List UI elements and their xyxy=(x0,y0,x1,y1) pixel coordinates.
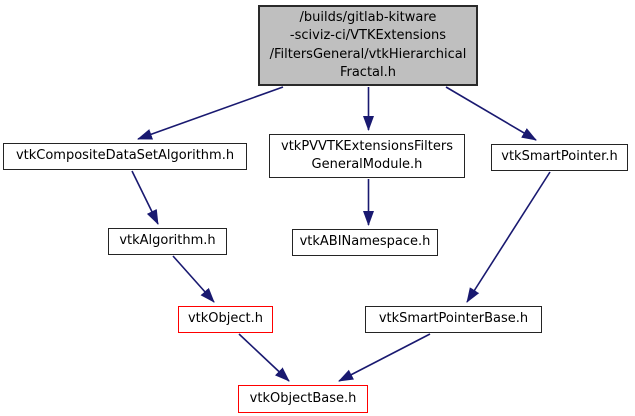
node-vtkAlgorithm[interactable]: vtkAlgorithm.h xyxy=(108,228,227,255)
edge-root-vtkCompositeDataSetAlgorithm xyxy=(137,86,284,140)
node-vtkCompositeDataSetAlgorithm[interactable]: vtkCompositeDataSetAlgorithm.h xyxy=(3,143,247,170)
edge-vtkObject-vtkObjectBase xyxy=(238,333,290,382)
edge-root-vtkSmartPointer xyxy=(445,86,537,141)
node-vtkABINamespace[interactable]: vtkABINamespace.h xyxy=(292,229,438,256)
node-vtkObject[interactable]: vtkObject.h xyxy=(178,306,273,333)
node-vtkSmartPointerBase[interactable]: vtkSmartPointerBase.h xyxy=(365,306,542,333)
edge-vtkSmartPointerBase-vtkObjectBase xyxy=(338,333,431,382)
node-vtkSmartPointer[interactable]: vtkSmartPointer.h xyxy=(491,144,628,171)
edge-vtkAlgorithm-vtkObject xyxy=(172,255,215,303)
edge-vtkCompositeDataSetAlgorithm-vtkAlgorithm xyxy=(131,170,159,225)
node-vtkPVVTKExtensionsFiltersGeneralModule[interactable]: vtkPVVTKExtensionsFilters GeneralModule.… xyxy=(269,134,465,178)
node-vtkObjectBase[interactable]: vtkObjectBase.h xyxy=(238,385,368,413)
edge-vtkSmartPointer-vtkSmartPointerBase xyxy=(466,171,551,303)
node-current-file: /builds/gitlab-kitware -sciviz-ci/VTKExt… xyxy=(258,5,478,86)
